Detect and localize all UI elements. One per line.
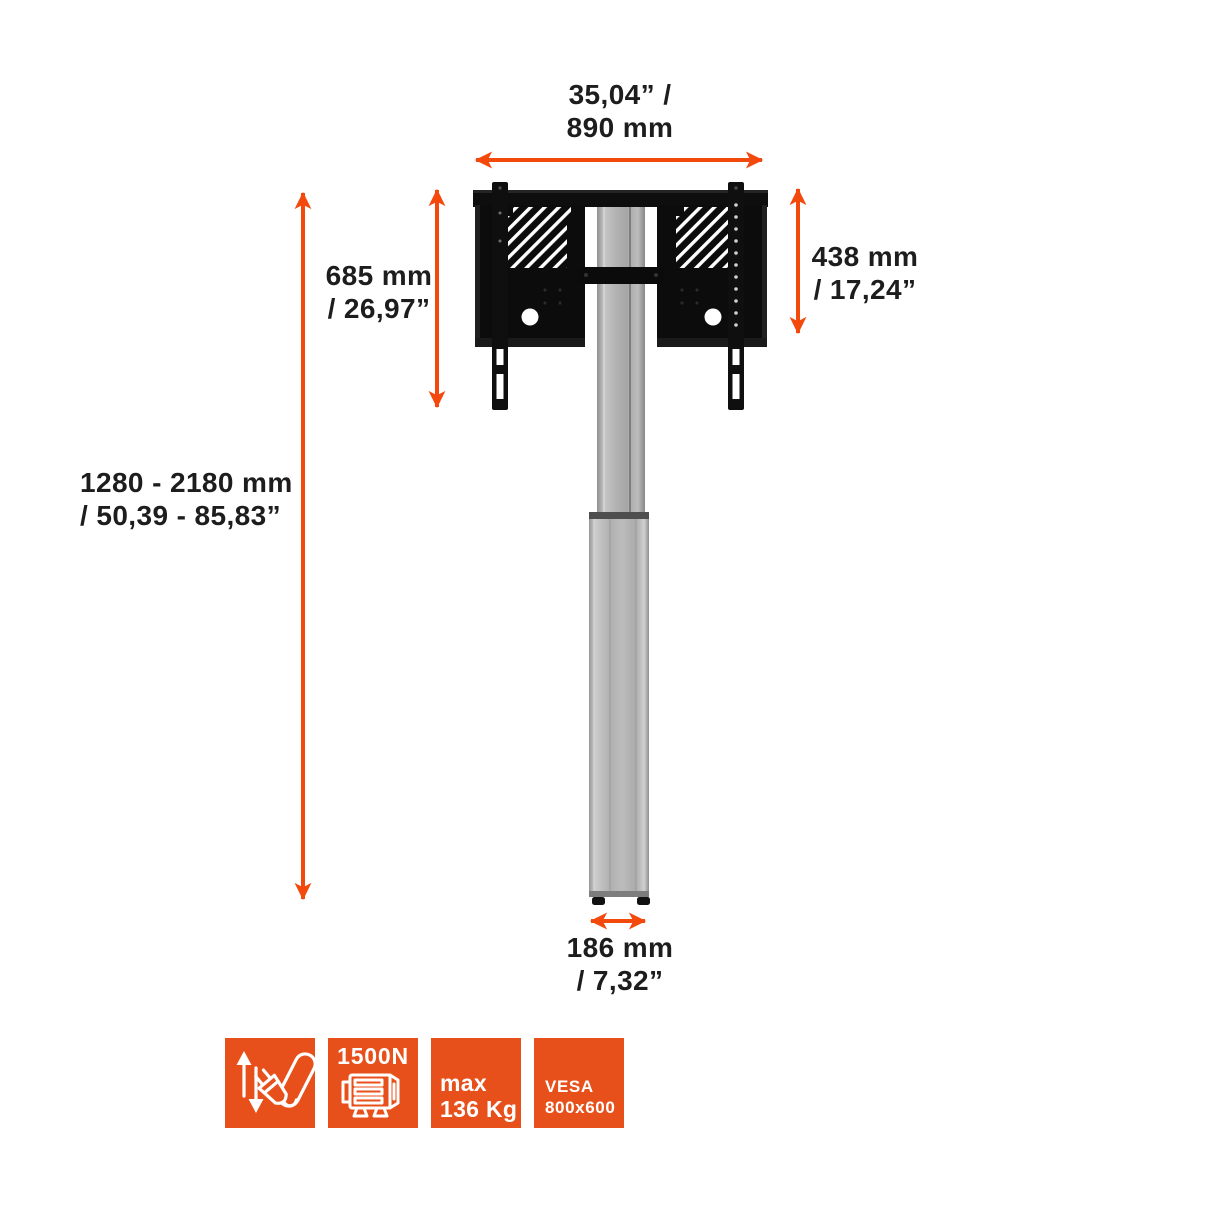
width-line2: 890 mm: [566, 112, 674, 143]
base-width-line2: / 7,32”: [576, 965, 664, 996]
bracket-left-panel: [475, 205, 585, 347]
vesa-rail-left: [492, 182, 508, 410]
vesa-line1: VESA: [545, 1077, 594, 1096]
left-vent-ticks: [513, 207, 571, 216]
column-upper: [597, 200, 645, 518]
bracket-crossbar: [578, 267, 664, 284]
base-width-line1: 186 mm: [566, 932, 674, 963]
left-foot: [592, 897, 605, 905]
left-vent-grille: [505, 216, 567, 268]
base-width-dimension-label: 186 mm / 7,32”: [520, 931, 720, 997]
height-adjustable-plug-icon: [236, 1051, 315, 1113]
right-vent-ticks: [684, 207, 742, 216]
max-load-line1: max: [440, 1070, 487, 1096]
left-cable-hole: [521, 308, 539, 326]
total-height-line2: / 50,39 - 85,83”: [80, 500, 281, 531]
right-foot: [637, 897, 650, 905]
badge-vesa: VESA 800x600: [534, 1038, 624, 1128]
bracket-height-line1: 685 mm: [325, 260, 433, 291]
vesa-rail-right: [728, 182, 744, 410]
badge-height-adjustable: [225, 1038, 315, 1128]
bracket-right-panel: [657, 205, 767, 347]
bracket-height-dimension-label: 685 mm / 26,97”: [300, 259, 458, 325]
total-height-dimension-label: 1280 - 2180 mm / 50,39 - 85,83”: [80, 466, 293, 532]
badge-motor-1500n: 1500N: [328, 1038, 418, 1128]
right-cable-hole: [704, 308, 722, 326]
feature-badges: 1500N max 136 Kg: [225, 1038, 624, 1128]
panel-height-dimension-label: 438 mm / 17,24”: [786, 240, 944, 306]
bracket-top-bar: [473, 190, 768, 207]
panel-height-line1: 438 mm: [811, 241, 919, 272]
total-height-line1: 1280 - 2180 mm: [80, 467, 293, 498]
vesa-line2: 800x600: [545, 1098, 616, 1117]
width-line1: 35,04” /: [568, 79, 672, 110]
motor-icon: [341, 1073, 400, 1118]
width-dimension-label: 35,04” / 890 mm: [470, 78, 770, 144]
badge-max-load: max 136 Kg: [431, 1038, 521, 1128]
motor-force-label: 1500N: [337, 1043, 409, 1069]
bracket-height-line2: / 26,97”: [327, 293, 431, 324]
right-vent-grille: [676, 216, 738, 268]
column-lower: [589, 512, 650, 905]
max-load-line2: 136 Kg: [440, 1096, 518, 1122]
panel-height-line2: / 17,24”: [813, 274, 917, 305]
